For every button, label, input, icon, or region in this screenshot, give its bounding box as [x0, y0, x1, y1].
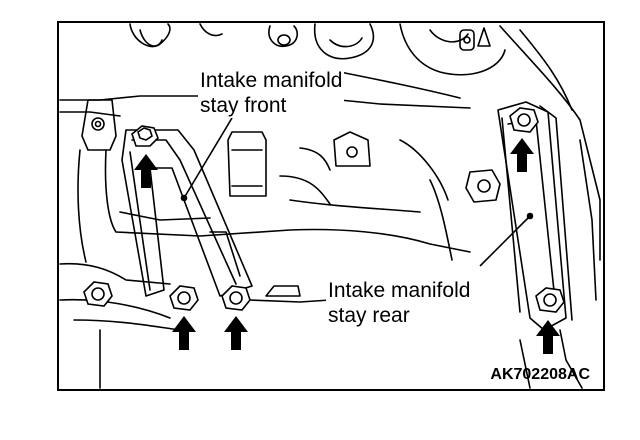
bolt-head-icon: [83, 281, 113, 307]
up-arrow-icon: [510, 138, 534, 172]
bolt-head-icon: [131, 125, 159, 147]
leader-line-stay-front: [183, 117, 233, 199]
leader-line-stay-rear: [479, 215, 531, 267]
bolt-head-icon: [535, 287, 565, 313]
bolt-head-icon: [169, 285, 199, 311]
label-stay-rear: Intake manifold stay rear: [326, 278, 473, 328]
label-stay-rear-line2: stay rear: [328, 304, 410, 327]
bolt-head-icon: [221, 285, 251, 311]
label-stay-front-line1: Intake manifold: [200, 69, 343, 92]
figure-code: AK702208AC: [490, 366, 590, 383]
label-stay-front: Intake manifold stay front: [198, 68, 345, 118]
up-arrow-icon: [536, 320, 560, 354]
up-arrow-icon: [172, 316, 196, 350]
stay-front-bracket: [121, 129, 253, 297]
label-stay-rear-line1: Intake manifold: [328, 279, 471, 302]
up-arrow-icon: [134, 154, 158, 188]
up-arrow-icon: [224, 316, 248, 350]
bolt-head-icon: [509, 107, 539, 133]
left-bracket: [81, 99, 117, 151]
label-stay-front-line2: stay front: [200, 94, 287, 117]
stay-rear-bracket: [497, 101, 567, 331]
